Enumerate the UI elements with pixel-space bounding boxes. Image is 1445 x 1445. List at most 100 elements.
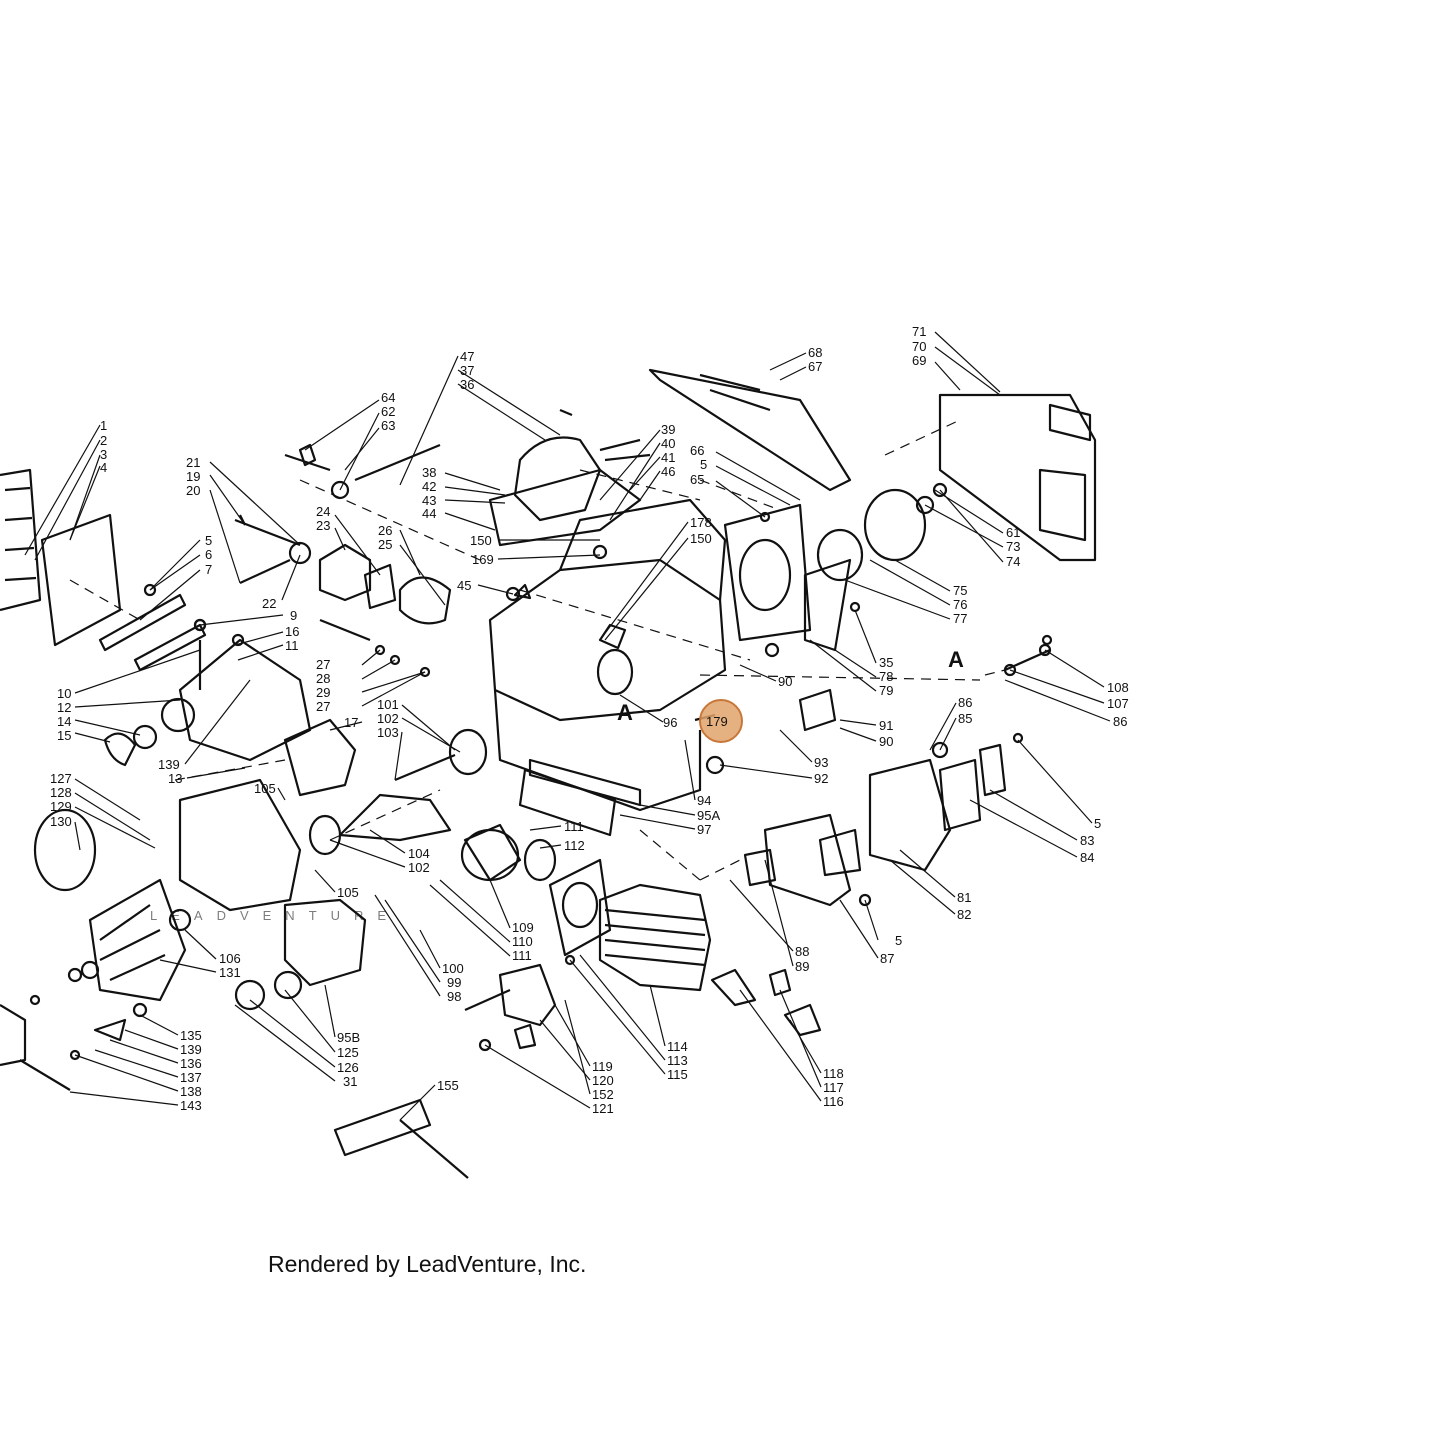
callout[interactable]: 79 xyxy=(879,683,893,698)
callout[interactable]: 102 xyxy=(377,711,399,726)
callout[interactable]: 105 xyxy=(337,885,359,900)
callout[interactable]: 102 xyxy=(408,860,430,875)
callout[interactable]: 47 xyxy=(460,349,474,364)
callout[interactable]: 103 xyxy=(377,725,399,740)
callout[interactable]: 112 xyxy=(564,838,585,853)
callout[interactable]: 116 xyxy=(823,1094,844,1109)
callout[interactable]: 76 xyxy=(953,597,967,612)
callout[interactable]: 179 xyxy=(706,714,728,729)
callout[interactable]: 86 xyxy=(958,695,972,710)
callout[interactable]: 75 xyxy=(953,583,967,598)
callout[interactable]: 66 xyxy=(690,443,704,458)
callout[interactable]: 39 xyxy=(661,422,675,437)
callout[interactable]: 91 xyxy=(879,718,893,733)
callout[interactable]: 61 xyxy=(1006,525,1020,540)
callout[interactable]: 20 xyxy=(186,483,200,498)
callout[interactable]: 21 xyxy=(186,455,200,470)
callout[interactable]: 96 xyxy=(663,715,677,730)
callout[interactable]: 17 xyxy=(344,715,358,730)
callout[interactable]: 135 xyxy=(180,1028,202,1043)
callout[interactable]: 115 xyxy=(667,1067,688,1082)
callout[interactable]: 3 xyxy=(100,447,107,462)
callout[interactable]: 65 xyxy=(690,472,704,487)
callout[interactable]: 120 xyxy=(592,1073,614,1088)
callout[interactable]: 43 xyxy=(422,493,436,508)
callout[interactable]: 78 xyxy=(879,669,893,684)
callout[interactable]: 98 xyxy=(447,989,461,1004)
callout[interactable]: 101 xyxy=(377,697,399,712)
callout[interactable]: 150 xyxy=(470,533,492,548)
callout[interactable]: 128 xyxy=(50,785,72,800)
callout[interactable]: 126 xyxy=(337,1060,359,1075)
callout[interactable]: 74 xyxy=(1006,554,1020,569)
callout[interactable]: 118 xyxy=(823,1066,844,1081)
callout[interactable]: 2 xyxy=(100,433,107,448)
callout[interactable]: 44 xyxy=(422,506,436,521)
callout[interactable]: 42 xyxy=(422,479,436,494)
callout[interactable]: 14 xyxy=(57,714,71,729)
callout[interactable]: 69 xyxy=(912,353,926,368)
callout[interactable]: 97 xyxy=(697,822,711,837)
callout[interactable]: 105 xyxy=(254,781,276,796)
callout[interactable]: 64 xyxy=(381,390,395,405)
callout[interactable]: 130 xyxy=(50,814,72,829)
callout[interactable]: 38 xyxy=(422,465,436,480)
callout[interactable]: 11 xyxy=(285,638,299,653)
callout[interactable]: 62 xyxy=(381,404,395,419)
callout[interactable]: 24 xyxy=(316,504,330,519)
callout[interactable]: 136 xyxy=(180,1056,202,1071)
callout[interactable]: 121 xyxy=(592,1101,614,1116)
highlighted-callout-179[interactable]: 179 xyxy=(699,699,743,743)
callout[interactable]: 125 xyxy=(337,1045,359,1060)
callout[interactable]: 88 xyxy=(795,944,809,959)
callout[interactable]: 87 xyxy=(880,951,894,966)
callout[interactable]: 9 xyxy=(290,608,297,623)
callout[interactable]: 13 xyxy=(168,771,182,786)
callout[interactable]: 106 xyxy=(219,951,241,966)
callout[interactable]: 108 xyxy=(1107,680,1129,695)
callout[interactable]: 129 xyxy=(50,799,72,814)
callout[interactable]: 10 xyxy=(57,686,71,701)
callout[interactable]: 5 xyxy=(700,457,707,472)
callout[interactable]: 139 xyxy=(158,757,180,772)
callout[interactable]: 143 xyxy=(180,1098,202,1113)
callout[interactable]: 113 xyxy=(667,1053,688,1068)
callout[interactable]: 111 xyxy=(564,819,584,834)
callout[interactable]: 100 xyxy=(442,961,464,976)
callout[interactable]: 109 xyxy=(512,920,534,935)
callout[interactable]: 92 xyxy=(814,771,828,786)
callout[interactable]: 31 xyxy=(343,1074,357,1089)
callout[interactable]: 94 xyxy=(697,793,711,808)
callout[interactable]: 7 xyxy=(205,562,212,577)
callout[interactable]: 22 xyxy=(262,596,276,611)
callout[interactable]: 4 xyxy=(100,460,107,475)
callout[interactable]: 95B xyxy=(337,1030,360,1045)
callout[interactable]: 5 xyxy=(1094,816,1101,831)
callout[interactable]: 5 xyxy=(895,933,902,948)
callout[interactable]: 15 xyxy=(57,728,71,743)
callout[interactable]: 19 xyxy=(186,469,200,484)
callout[interactable]: 71 xyxy=(912,324,926,339)
callout[interactable]: 155 xyxy=(437,1078,459,1093)
callout[interactable]: 131 xyxy=(219,965,241,980)
callout[interactable]: 86 xyxy=(1113,714,1127,729)
callout[interactable]: 28 xyxy=(316,671,330,686)
callout[interactable]: 46 xyxy=(661,464,675,479)
callout[interactable]: 152 xyxy=(592,1087,614,1102)
callout[interactable]: 40 xyxy=(661,436,675,451)
callout[interactable]: 1 xyxy=(100,418,107,433)
callout[interactable]: 73 xyxy=(1006,539,1020,554)
callout[interactable]: 35 xyxy=(879,655,893,670)
callout[interactable]: 29 xyxy=(316,685,330,700)
callout[interactable]: 82 xyxy=(957,907,971,922)
callout[interactable]: 83 xyxy=(1080,833,1094,848)
callout[interactable]: 150 xyxy=(690,531,712,546)
callout[interactable]: 25 xyxy=(378,537,392,552)
callout[interactable]: 90 xyxy=(879,734,893,749)
callout[interactable]: 5 xyxy=(205,533,212,548)
callout[interactable]: 114 xyxy=(667,1039,688,1054)
callout[interactable]: 117 xyxy=(823,1080,844,1095)
callout[interactable]: 99 xyxy=(447,975,461,990)
callout[interactable]: 37 xyxy=(460,363,474,378)
callout[interactable]: 110 xyxy=(512,934,533,949)
